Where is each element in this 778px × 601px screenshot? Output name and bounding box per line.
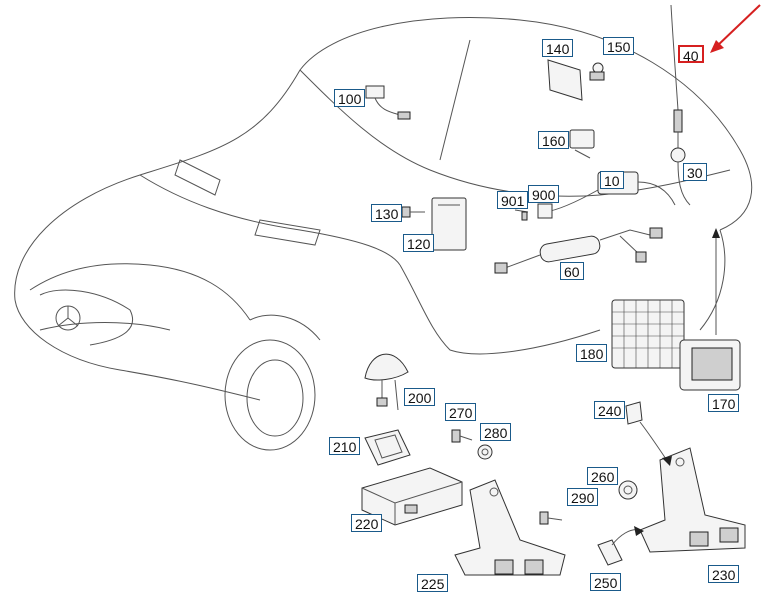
part-225 [454, 479, 566, 576]
callout-230: 230 [708, 565, 740, 583]
callout-280: 280 [480, 423, 512, 441]
part-280 [477, 444, 493, 460]
callout-30: 30 [683, 163, 707, 181]
part-210 [364, 429, 411, 466]
callout-900: 900 [528, 185, 560, 203]
antenna-40 [670, 4, 691, 206]
callout-901: 901 [497, 191, 529, 209]
part-160 [569, 129, 595, 159]
callout-260: 260 [587, 467, 619, 485]
callout-140: 140 [542, 39, 574, 57]
callout-150: 150 [603, 37, 635, 55]
callout-130: 130 [371, 204, 403, 222]
part-100 [365, 85, 411, 120]
callout-170: 170 [708, 394, 740, 412]
part-230 [639, 421, 746, 553]
part-250 [597, 526, 644, 566]
callout-10: 10 [600, 171, 624, 189]
part-140 [547, 59, 583, 101]
callout-210: 210 [329, 437, 361, 455]
callout-200: 200 [404, 388, 436, 406]
highlight-arrow [710, 4, 761, 53]
callout-100: 100 [334, 89, 366, 107]
part-170 [679, 228, 741, 391]
part-200 [364, 353, 409, 411]
part-60 [494, 227, 663, 274]
callout-250: 250 [590, 573, 622, 591]
callout-120: 120 [403, 234, 435, 252]
callout-60: 60 [560, 262, 584, 280]
callout-220: 220 [351, 514, 383, 532]
part-900 [537, 203, 553, 219]
callout-160: 160 [538, 131, 570, 149]
part-180 [611, 299, 685, 369]
callout-40: 40 [678, 45, 704, 64]
part-901 [514, 209, 529, 221]
part-220 [361, 467, 463, 526]
car-outline [14, 16, 753, 451]
part-290 [539, 511, 563, 525]
part-150 [589, 62, 605, 81]
part-130 [401, 206, 425, 218]
callout-290: 290 [567, 488, 599, 506]
part-260 [618, 480, 638, 500]
part-120 [431, 197, 467, 251]
callout-270: 270 [445, 403, 477, 421]
callout-180: 180 [576, 344, 608, 362]
callout-240: 240 [594, 401, 626, 419]
callout-225: 225 [417, 574, 449, 592]
part-240 [625, 401, 643, 425]
part-270 [451, 429, 473, 443]
